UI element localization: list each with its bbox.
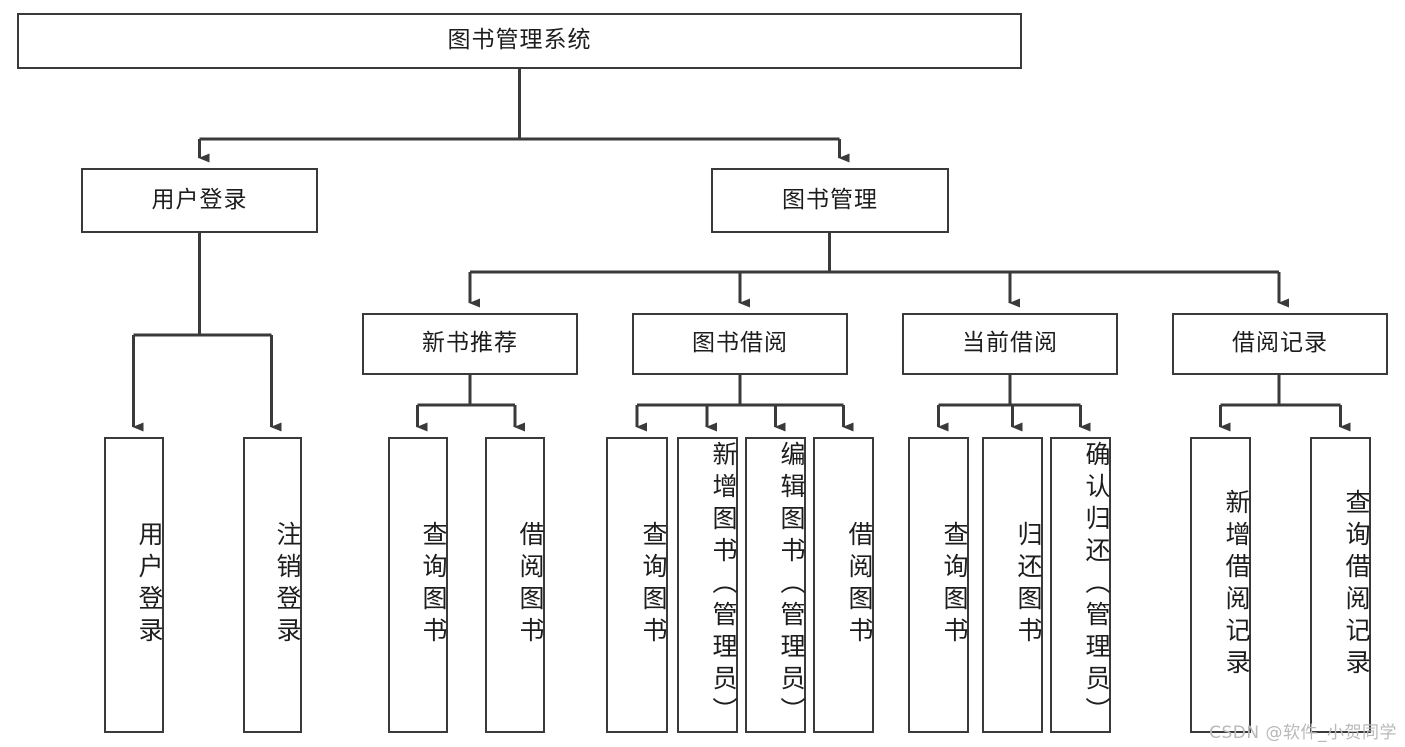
leaf-query-books-recommend-label: 查询图书 (419, 521, 448, 649)
leaf-query-books-current[interactable]: 查询图书 (908, 437, 969, 733)
leaf-borrow-books-recommend[interactable]: 借阅图书 (485, 437, 545, 733)
node-new-book-recommend-label: 新书推荐 (422, 330, 518, 357)
leaf-borrow-books[interactable]: 借阅图书 (813, 437, 874, 733)
leaf-confirm-return-admin-label: 确认归还（管理员） (1082, 441, 1111, 729)
leaf-edit-book-admin-label: 编辑图书（管理员） (777, 441, 806, 729)
leaf-user-login-label: 用户登录 (135, 521, 164, 649)
leaf-add-book-admin-label: 新增图书（管理员） (709, 441, 738, 729)
node-current-borrow-label: 当前借阅 (962, 330, 1058, 357)
csdn-watermark: CSDN @软件_小贺同学 (1209, 723, 1397, 743)
node-user-login-label: 用户登录 (151, 186, 248, 213)
leaf-user-login[interactable]: 用户登录 (104, 437, 164, 733)
leaf-add-borrow-record-label: 新增借阅记录 (1222, 489, 1251, 681)
node-book-borrow-label: 图书借阅 (692, 330, 788, 357)
node-root[interactable]: 图书管理系统 (17, 13, 1022, 69)
node-new-book-recommend[interactable]: 新书推荐 (362, 313, 578, 375)
node-book-management-label: 图书管理 (782, 186, 878, 213)
node-book-borrow[interactable]: 图书借阅 (632, 313, 848, 375)
leaf-add-borrow-record[interactable]: 新增借阅记录 (1190, 437, 1251, 733)
node-book-management[interactable]: 图书管理 (711, 168, 949, 233)
leaf-borrow-books-label: 借阅图书 (845, 521, 874, 649)
node-root-label: 图书管理系统 (447, 27, 592, 54)
leaf-return-books[interactable]: 归还图书 (982, 437, 1043, 733)
leaf-query-borrow-record-label: 查询借阅记录 (1342, 489, 1371, 681)
leaf-query-books-borrow-label: 查询图书 (639, 521, 668, 649)
leaf-query-books-borrow[interactable]: 查询图书 (606, 437, 668, 733)
node-user-login[interactable]: 用户登录 (81, 168, 318, 233)
leaf-edit-book-admin[interactable]: 编辑图书（管理员） (745, 437, 806, 733)
node-current-borrow[interactable]: 当前借阅 (902, 313, 1118, 375)
leaf-logout[interactable]: 注销登录 (243, 437, 302, 733)
leaf-query-books-current-label: 查询图书 (940, 521, 969, 649)
leaf-query-books-recommend[interactable]: 查询图书 (388, 437, 448, 733)
leaf-add-book-admin[interactable]: 新增图书（管理员） (677, 437, 738, 733)
leaf-logout-label: 注销登录 (273, 521, 302, 649)
node-borrow-records[interactable]: 借阅记录 (1172, 313, 1388, 375)
leaf-confirm-return-admin[interactable]: 确认归还（管理员） (1050, 437, 1111, 733)
leaf-query-borrow-record[interactable]: 查询借阅记录 (1310, 437, 1371, 733)
leaf-borrow-books-recommend-label: 借阅图书 (516, 521, 545, 649)
leaf-return-books-label: 归还图书 (1014, 521, 1043, 649)
node-borrow-records-label: 借阅记录 (1232, 330, 1328, 357)
